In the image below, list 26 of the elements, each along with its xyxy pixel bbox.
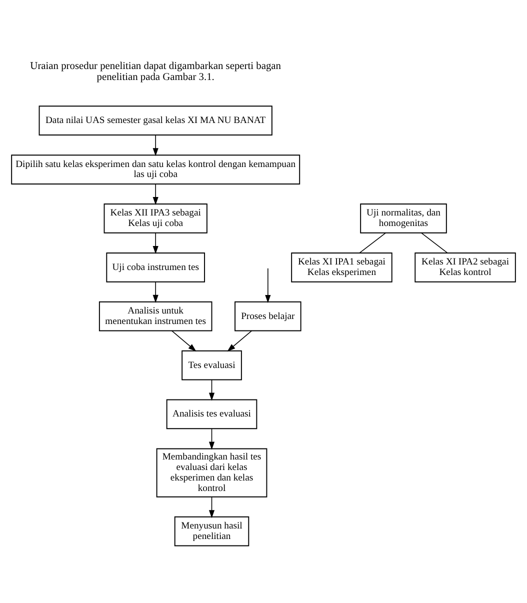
- node-box: Uji coba instrumen tes: [106, 252, 206, 282]
- connector: [420, 232, 448, 254]
- node-box: Tes evaluasi: [182, 350, 242, 380]
- arrow: [208, 428, 215, 450]
- node-box: Dipilih satu kelas eksperimen dan satu kelas kontrol dengan kemampuan las uji coba: [11, 154, 300, 184]
- arrow: [152, 134, 158, 156]
- arrow: [171, 330, 196, 352]
- node-box: Proses belajar: [234, 301, 302, 332]
- arrow: [265, 268, 271, 304]
- node-box: Kelas XI IPA1 sebagai Kelas eksperimen: [291, 252, 392, 282]
- node-box: Kelas XII IPA3 sebagai Kelas uji coba: [104, 204, 208, 234]
- node-box: Membandingkan hasil tes evaluasi dari kelas eksperimen dan kelas kontrol: [156, 448, 268, 498]
- connector: [359, 232, 386, 254]
- node-box: Kelas XI IPA2 sebagai Kelas kontrol: [414, 252, 516, 282]
- node-box: Uji normalitas, dan homogenitas: [360, 204, 447, 234]
- arrow: [152, 232, 158, 254]
- arrow: [208, 379, 215, 401]
- arrow: [152, 184, 158, 206]
- node-box: Menyusun hasil penelitian: [174, 516, 250, 546]
- arrow: [208, 496, 215, 518]
- arrow: [152, 282, 158, 303]
- arrow: [227, 330, 252, 352]
- node-box: Analisis untuk menentukan instrumen tes: [98, 301, 212, 332]
- label: Uraian prosedur penelitian dapat digambarkan seperti bagan penelitian pada Gambar 3.1.: [30, 60, 281, 83]
- node-box: Data nilai UAS semester gasal kelas XI MA NU BANAT: [38, 106, 272, 136]
- node-box: Analisis tes evaluasi: [166, 399, 258, 430]
